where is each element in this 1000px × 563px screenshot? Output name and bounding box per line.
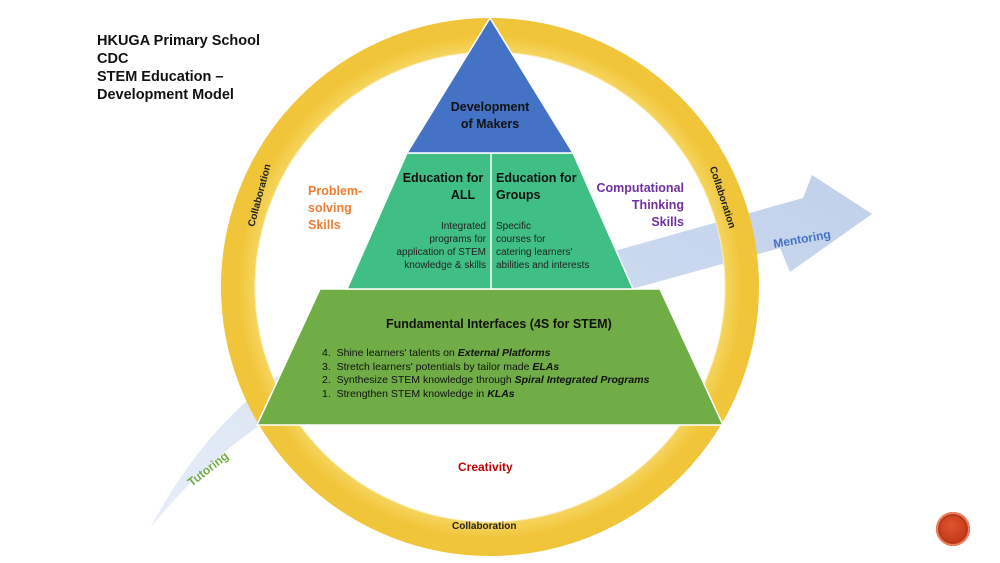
list-text: Synthesize STEM knowledge through bbox=[336, 374, 515, 386]
list-num: 1. bbox=[322, 387, 331, 400]
list-text: Strengthen STEM knowledge in bbox=[336, 387, 488, 400]
label-line: Skills bbox=[308, 218, 341, 232]
body-line: programs for bbox=[429, 234, 486, 245]
body-line: catering learners' bbox=[496, 247, 573, 258]
education-for-all-body: Integrated programs for application of S… bbox=[380, 220, 487, 272]
label-line: Thinking bbox=[631, 198, 684, 212]
label-line: solving bbox=[308, 201, 352, 215]
label-line: Development bbox=[450, 100, 530, 114]
pyramid-top bbox=[405, 16, 575, 154]
body-line: knowledge & skills bbox=[404, 260, 486, 271]
list-emph: Spiral Integrated Programs bbox=[514, 374, 650, 386]
body-line: Specific bbox=[496, 221, 532, 232]
body-line: courses for bbox=[496, 234, 546, 245]
list-emph: ELAs bbox=[532, 360, 560, 373]
list-text: Stretch learners' potentials by tailor m… bbox=[336, 360, 533, 373]
title-line: CDC bbox=[97, 51, 129, 67]
slide-badge-icon bbox=[936, 512, 970, 546]
label-line: of Makers bbox=[460, 117, 520, 131]
fundamental-interfaces-heading: Fundamental Interfaces (4S for STEM) bbox=[386, 317, 612, 331]
body-line: Integrated bbox=[440, 221, 486, 232]
education-for-all-heading: Education for ALL bbox=[398, 170, 488, 204]
body-line: abilities and interests bbox=[496, 260, 590, 271]
list-text: Shine learners' talents on bbox=[336, 347, 458, 359]
label-line: Education for bbox=[402, 171, 484, 185]
collaboration-bottom-label: Collaboration bbox=[452, 521, 517, 532]
education-for-groups-heading: Education for Groups bbox=[496, 170, 586, 204]
label-line: Computational bbox=[596, 181, 685, 195]
title-line: STEM Education – bbox=[97, 69, 224, 85]
list-num: 2. bbox=[322, 374, 331, 386]
list-item: 2. Synthesize STEM knowledge through Spi… bbox=[322, 374, 649, 388]
development-of-makers-label: Development of Makers bbox=[434, 99, 546, 133]
list-item: 1. Strengthen STEM knowledge in KLAs bbox=[322, 388, 649, 402]
label-line: Skills bbox=[651, 215, 684, 229]
label-line: Problem- bbox=[308, 184, 363, 198]
body-line: application of STEM bbox=[396, 247, 487, 258]
computational-thinking-skills-label: Computational Thinking Skills bbox=[594, 180, 685, 231]
list-num: 4. bbox=[322, 347, 331, 359]
slide-title: HKUGA Primary School CDC STEM Education … bbox=[97, 32, 260, 104]
label-line: Groups bbox=[496, 188, 541, 202]
creativity-label: Creativity bbox=[458, 460, 513, 474]
growth-arrow bbox=[150, 175, 872, 528]
label-line: ALL bbox=[450, 188, 476, 202]
title-line: Development Model bbox=[97, 87, 234, 103]
list-emph: External Platforms bbox=[457, 347, 551, 359]
label-line: Education for bbox=[496, 171, 577, 185]
list-item: 4. Shine learners' talents on External P… bbox=[322, 347, 649, 361]
list-emph: KLAs bbox=[487, 387, 515, 400]
list-item: 3. Stretch learners' potentials by tailo… bbox=[322, 361, 649, 375]
list-num: 3. bbox=[322, 360, 331, 373]
education-for-groups-body: Specific courses for catering learners' … bbox=[496, 220, 616, 272]
problem-solving-skills-label: Problem- solving Skills bbox=[308, 183, 362, 234]
title-line: HKUGA Primary School bbox=[97, 33, 261, 49]
fundamental-interfaces-list: 4. Shine learners' talents on External P… bbox=[322, 347, 649, 401]
